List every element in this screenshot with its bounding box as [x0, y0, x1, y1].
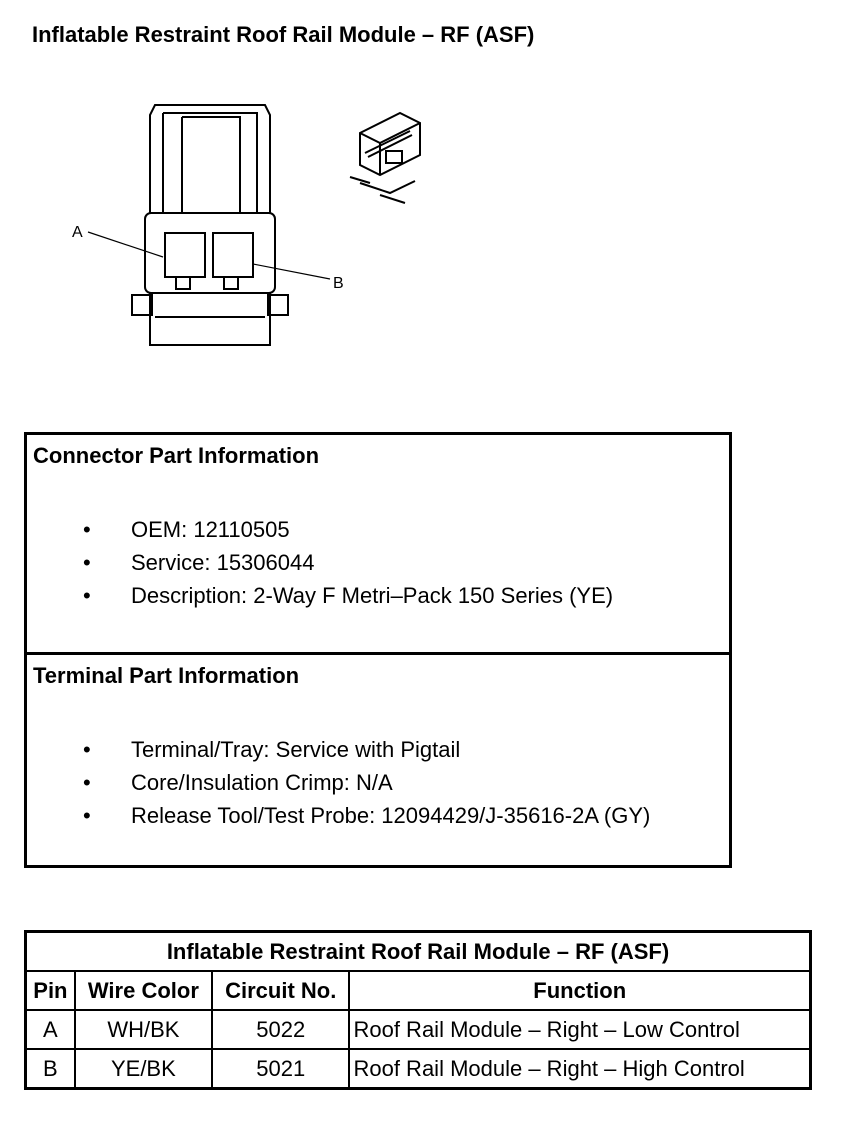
pinout-table: Inflatable Restraint Roof Rail Module – … [24, 930, 812, 1090]
table-title-row: Inflatable Restraint Roof Rail Module – … [24, 930, 812, 972]
circuit-cell: 5021 [210, 1048, 351, 1090]
bullet-icon: • [83, 737, 91, 762]
part-information-box: Connector Part Information •OEM: 1211050… [24, 432, 732, 868]
terminal-part-heading: Terminal Part Information [33, 663, 300, 688]
column-header-wire-color: Wire Color [73, 970, 214, 1011]
bullet-icon: • [83, 517, 91, 542]
callout-a: A [72, 224, 83, 241]
bullet-icon: • [83, 770, 91, 795]
table-header-row: Pin Wire Color Circuit No. Function [24, 970, 812, 1011]
column-header-circuit-no: Circuit No. [210, 970, 351, 1011]
column-header-pin: Pin [24, 970, 76, 1011]
page-title: Inflatable Restraint Roof Rail Module – … [32, 22, 535, 47]
function-cell: Roof Rail Module – Right – Low Control [348, 1009, 812, 1050]
bullet-icon: • [83, 550, 91, 575]
connector-drawing: A B [72, 104, 421, 346]
connector-part-heading: Connector Part Information [33, 443, 320, 468]
wire-color-cell: WH/BK [73, 1009, 214, 1050]
column-header-function: Function [348, 970, 812, 1011]
pin-cell: B [24, 1048, 76, 1090]
callout-b: B [333, 275, 344, 292]
pin-cell: A [24, 1009, 76, 1050]
function-cell: Roof Rail Module – Right – High Control [348, 1048, 812, 1090]
table-row: A WH/BK 5022 Roof Rail Module – Right – … [24, 1009, 812, 1050]
connector-part-section: Connector Part Information •OEM: 1211050… [27, 435, 729, 655]
table-row: B YE/BK 5021 Roof Rail Module – Right – … [24, 1048, 812, 1090]
table-title: Inflatable Restraint Roof Rail Module – … [24, 930, 812, 972]
terminal-part-section: Terminal Part Information •Terminal/Tray… [27, 655, 729, 865]
circuit-cell: 5022 [210, 1009, 351, 1050]
bullet-icon: • [83, 803, 91, 828]
bullet-icon: • [83, 583, 91, 608]
wire-color-cell: YE/BK [73, 1048, 214, 1090]
